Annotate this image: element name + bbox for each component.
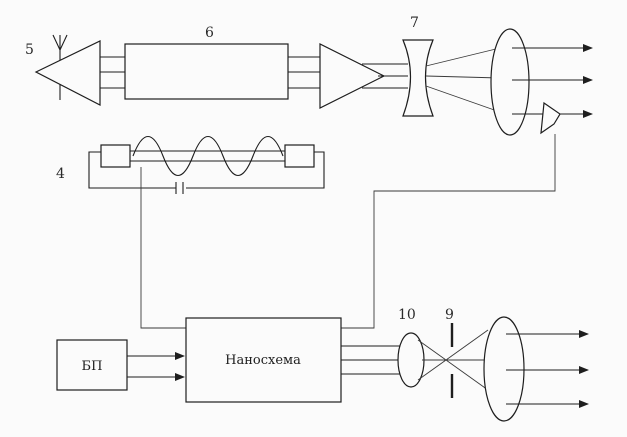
label-5: 5: [25, 42, 34, 58]
bus-amp-to-block6: [100, 56, 125, 89]
bus-amp-to-lens: [362, 63, 408, 89]
element-4: [88, 136, 325, 194]
label-9: 9: [445, 307, 454, 323]
bus-block6-to-amp: [288, 56, 320, 89]
label-10: 10: [398, 307, 416, 323]
wire-nanocircuit-to-prism: [341, 134, 556, 329]
label-7: 7: [410, 15, 419, 31]
label-4: 4: [56, 166, 65, 182]
nanocircuit-block: [185, 317, 342, 403]
rays-diverging: [425, 47, 501, 113]
power-supply-label: БП: [82, 359, 103, 374]
label-6: 6: [205, 25, 214, 41]
nanocircuit-label: Наносхема: [225, 353, 301, 368]
concave-lens-7: [402, 39, 434, 117]
detector-prism: [540, 101, 561, 135]
power-supply-block: [56, 339, 128, 391]
convex-lens-top: [490, 28, 530, 136]
output-arrows-bottom: [506, 330, 589, 408]
amplifier-left: [34, 40, 101, 106]
convex-lens-bottom: [483, 316, 525, 422]
wire-element4-to-nanocircuit: [140, 167, 186, 329]
block-6: [124, 43, 289, 100]
arrows-supply-to-nanocircuit: [127, 352, 185, 381]
bus-nanocircuit-to-lens10: [341, 345, 402, 375]
amplifier-right: [319, 43, 386, 109]
rays-through-aperture: [417, 329, 489, 391]
